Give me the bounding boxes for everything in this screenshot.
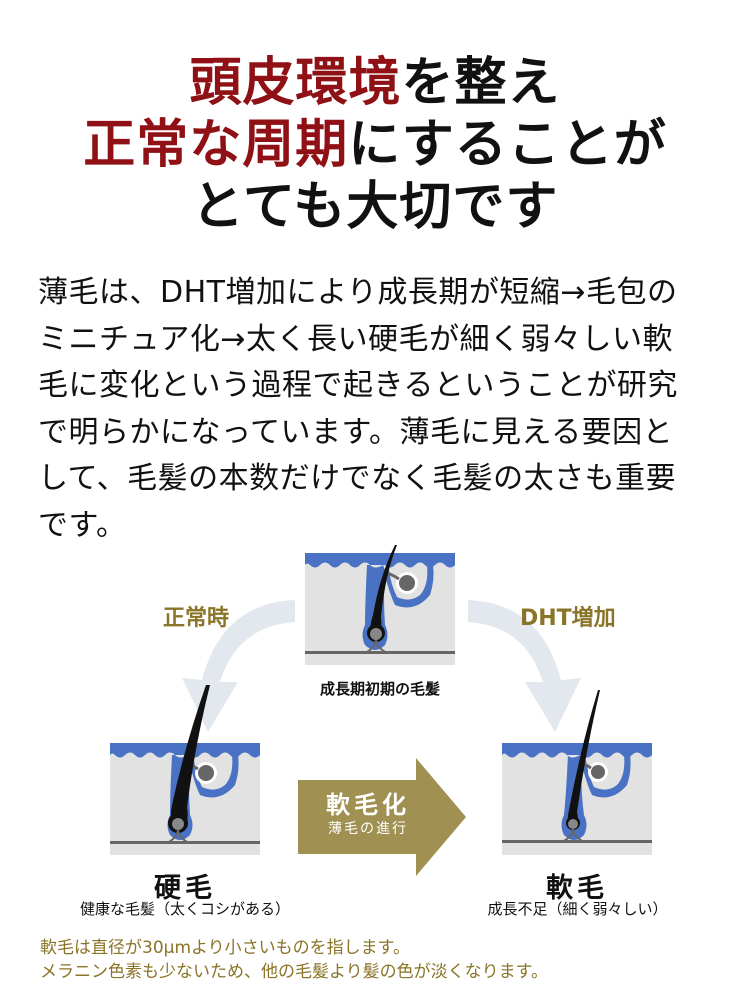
footnote-line: 軟毛は直径が30μmより小さいものを指します。	[40, 938, 410, 958]
body-line: 毛に変化という過程で起きるということが研究	[38, 368, 678, 403]
body-paragraph: 薄毛は、DHT増加により成長期が短縮→毛包の ミニチュア化→太く長い硬毛が細く弱…	[38, 270, 728, 549]
hair-follicle-hard-illustration	[110, 685, 260, 855]
headline: 頭皮環境を整え 正常な周期にすることが とても大切です	[0, 52, 750, 238]
body-line: 薄毛は、DHT増加により成長期が短縮→毛包の	[38, 275, 678, 310]
curved-arrow-right-icon	[468, 600, 581, 732]
headline-line-3: とても大切です	[191, 177, 559, 237]
arrow-label-normal: 正常時	[163, 606, 230, 631]
center-arrow-text: 軟毛化 薄毛の進行	[298, 790, 438, 838]
soft-hair-title: 軟毛	[546, 873, 608, 904]
footnote: 軟毛は直径が30μmより小さいものを指します。 メラニン色素も少ないため、他の毛…	[40, 936, 548, 984]
hard-hair-subtitle: 健康な毛髪（太くコシがある）	[79, 900, 290, 918]
top-diagram-caption: 成長期初期の毛髪	[319, 680, 440, 698]
curved-arrow-left-icon	[182, 600, 295, 732]
hair-follicle-top-illustration	[305, 545, 455, 665]
arrow-label-dht: DHT増加	[520, 606, 616, 631]
body-line: で明らかになっています。薄毛に見える要因と	[38, 414, 674, 450]
headline-line-1: 頭皮環境を整え	[189, 53, 561, 113]
soft-hair-progress-arrow-icon	[298, 758, 466, 876]
body-line: ミニチュア化→太く長い硬毛が細く弱々しい軟	[38, 321, 674, 357]
center-arrow-subtitle: 薄毛の進行	[328, 821, 408, 837]
center-arrow-title: 軟毛化	[326, 791, 410, 819]
footnote-line: メラニン色素も少ないため、他の毛髪より髪の色が淡くなります。	[40, 962, 548, 982]
soft-hair-subtitle: 成長不足（細く弱々しい）	[487, 900, 668, 918]
body-line: して、毛髪の本数だけでなく毛髪の太さも重要	[38, 461, 677, 496]
body-line: です。	[38, 507, 127, 543]
headline-line-2: 正常な周期にすることが	[83, 115, 667, 175]
hair-follicle-soft-illustration	[502, 690, 652, 855]
hard-hair-title: 硬毛	[154, 873, 216, 904]
